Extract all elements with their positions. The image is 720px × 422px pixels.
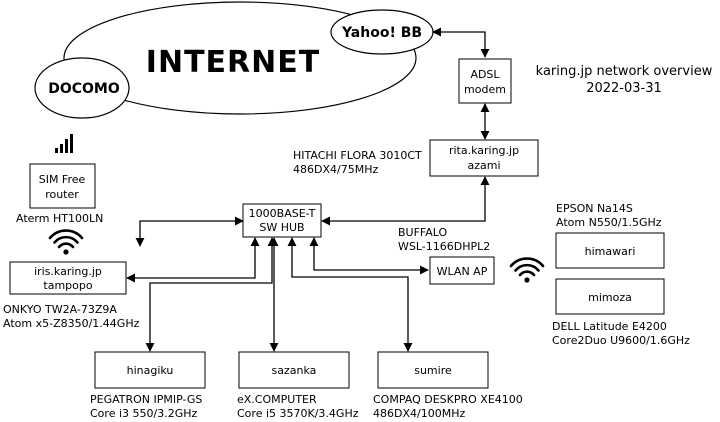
sumire-cpu: 486DX4/100MHz <box>373 407 465 420</box>
sim-router-node: SIM Free router Aterm HT100LN <box>16 163 103 225</box>
diagram-title: karing.jp network overview <box>536 64 713 79</box>
hinagiku-node: hinagiku PEGATRON IPMIP-GS Core i3 550/3… <box>90 351 206 420</box>
wlan-ap-model: WSL-1166DHPL2 <box>398 240 490 253</box>
sazanka-model: eX.COMPUTER <box>237 393 317 406</box>
mimoza-hostname: mimoza <box>588 291 632 304</box>
wlan-ap-label: WLAN AP <box>437 265 488 278</box>
iris-model: ONKYO TW2A-73Z9A <box>3 303 117 316</box>
sazanka-cpu: Core i5 3570K/3.4GHz <box>237 407 359 420</box>
rita-alias: azami <box>467 159 500 172</box>
edge-hub-sumire <box>287 237 413 352</box>
himawari-model: EPSON Na14S <box>556 202 633 215</box>
adsl-modem-node: ADSL modem <box>458 58 512 104</box>
mimoza-box <box>555 278 665 315</box>
hinagiku-box <box>94 351 206 389</box>
wlan-ap-vendor: BUFFALO <box>398 226 448 239</box>
diagram-date: 2022-03-31 <box>586 81 662 96</box>
hinagiku-hostname: hinagiku <box>127 364 174 377</box>
iris-box <box>9 261 127 295</box>
wifi-icon <box>509 257 545 283</box>
sumire-node: sumire COMPAQ DESKPRO XE4100 486DX4/100M… <box>373 351 523 420</box>
sw-hub-line1: 1000BASE-T <box>249 207 316 220</box>
sim-router-model: Aterm HT100LN <box>16 212 103 225</box>
sazanka-hostname: sazanka <box>272 364 317 377</box>
rita-box <box>429 139 539 177</box>
wlan-ap-node: BUFFALO WSL-1166DHPL2 WLAN AP <box>398 226 495 285</box>
mimoza-model: DELL Latitude E4200 <box>552 320 667 333</box>
sumire-model: COMPAQ DESKPRO XE4100 <box>373 393 523 406</box>
edge-hub-sim <box>135 216 244 247</box>
iris-cpu: Atom x5-Z8350/1.44GHz <box>3 317 140 330</box>
wifi-icon <box>48 229 84 255</box>
edge-hub-hinagiku <box>145 237 277 352</box>
cellular-signal-icon <box>55 134 73 153</box>
sim-router-line2: router <box>45 188 79 201</box>
rita-model: HITACHI FLORA 3010CT <box>293 149 422 162</box>
rita-cpu: 486DX4/75MHz <box>293 163 378 176</box>
himawari-cpu: Atom N550/1.5GHz <box>556 216 662 229</box>
sim-router-line1: SIM Free <box>39 173 86 186</box>
docomo-label: DOCOMO <box>48 81 120 97</box>
sumire-hostname: sumire <box>414 364 452 377</box>
internet-label: INTERNET <box>146 45 320 80</box>
adsl-modem-line1: ADSL <box>470 68 500 81</box>
himawari-box <box>555 232 665 269</box>
docomo-cloud <box>34 57 130 119</box>
sazanka-box <box>238 351 350 389</box>
himawari-hostname: himawari <box>585 245 636 258</box>
edge-yahoo-adsl <box>432 27 490 58</box>
rita-node: rita.karing.jp azami HITACHI FLORA 3010C… <box>293 139 539 177</box>
yahoo-bb-label: Yahoo! BB <box>341 25 422 41</box>
sim-router-box <box>29 163 96 209</box>
edge-rita-hub <box>321 176 490 226</box>
edge-hub-iris <box>126 237 260 283</box>
internet-cloud <box>63 1 417 115</box>
sw-hub-box <box>242 203 322 238</box>
adsl-modem-box <box>458 58 512 104</box>
mimoza-node: mimoza DELL Latitude E4200 Core2Duo U960… <box>552 278 690 347</box>
sazanka-node: sazanka eX.COMPUTER Core i5 3570K/3.4GHz <box>237 351 359 420</box>
iris-node: iris.karing.jp tampopo ONKYO TW2A-73Z9A … <box>3 261 140 330</box>
mimoza-cpu: Core2Duo U9600/1.6GHz <box>552 334 690 347</box>
adsl-modem-line2: modem <box>464 83 506 96</box>
rita-hostname: rita.karing.jp <box>449 144 519 157</box>
sw-hub-line2: SW HUB <box>259 221 304 234</box>
iris-alias: tampopo <box>43 279 92 292</box>
sw-hub-node: 1000BASE-T SW HUB <box>242 203 322 238</box>
hinagiku-model: PEGATRON IPMIP-GS <box>90 393 202 406</box>
wlan-ap-box <box>429 256 495 285</box>
edge-hub-wlan <box>309 237 429 275</box>
hinagiku-cpu: Core i3 550/3.2GHz <box>90 407 197 420</box>
iris-hostname: iris.karing.jp <box>34 265 102 278</box>
himawari-node: EPSON Na14S Atom N550/1.5GHz himawari <box>555 202 665 269</box>
sumire-box <box>377 351 489 389</box>
